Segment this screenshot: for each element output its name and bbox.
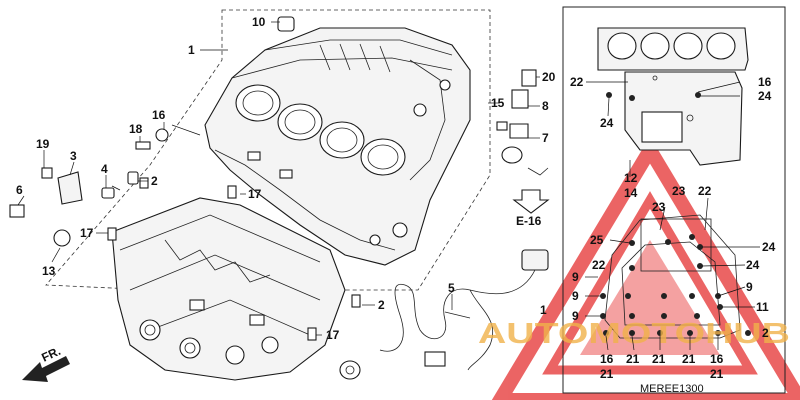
inset-callout-21-bottom-a: 21 — [626, 352, 640, 366]
inset-leader-lines — [585, 81, 760, 351]
callout-8: 8 — [542, 99, 549, 113]
inset-lower-case — [600, 214, 751, 339]
reference-label: E-16 — [516, 214, 542, 228]
callout-17b: 17 — [80, 226, 94, 240]
sensor-harness — [339, 249, 549, 380]
inset-callout-12: 12 — [624, 171, 638, 185]
callout-labels: 1 10 16 18 19 3 4 2 6 17 17 13 2 17 5 20… — [16, 15, 556, 342]
inset-callout-1: 1 — [540, 303, 547, 317]
lower-crankcase — [111, 197, 346, 381]
inset-upper-case — [597, 27, 749, 166]
callout-2a: 2 — [151, 174, 158, 188]
inset-callout-16-bottom-a: 16 — [600, 352, 614, 366]
diagram-code: MEREE1300 — [640, 383, 704, 395]
inset-callout-9d: 9 — [572, 309, 579, 323]
callout-17a: 17 — [248, 187, 262, 201]
inset-callout-22c: 22 — [592, 258, 606, 272]
inset-callout-labels: 22 16 24 24 12 14 23 22 23 25 24 22 24 9… — [540, 75, 776, 381]
callout-19: 19 — [36, 137, 50, 151]
callout-15: 15 — [491, 96, 505, 110]
callout-7: 7 — [542, 131, 549, 145]
callout-3: 3 — [70, 149, 77, 163]
leader-lines — [17, 21, 540, 336]
inset-callout-16-bottom-b: 16 — [710, 352, 724, 366]
inset-callout-24c: 24 — [762, 240, 776, 254]
inset-callout-16: 16 — [758, 75, 772, 89]
reference-arrow — [512, 189, 550, 214]
inset-callout-23b: 23 — [652, 200, 666, 214]
inset-callout-21-bottom-e: 21 — [710, 367, 724, 381]
callout-17c: 17 — [326, 328, 340, 342]
inset-callout-2: 2 — [762, 326, 769, 340]
inset-callout-24d: 24 — [746, 258, 760, 272]
inset-callout-21-bottom-b: 21 — [652, 352, 666, 366]
inset-callout-21-bottom-c: 21 — [682, 352, 696, 366]
inset-callout-24b: 24 — [758, 89, 772, 103]
inset-callout-23a: 23 — [672, 184, 686, 198]
inset-callout-25: 25 — [590, 233, 604, 247]
callout-18: 18 — [129, 122, 143, 136]
inset-callout-22a: 22 — [570, 75, 584, 89]
callout-13: 13 — [42, 264, 56, 278]
callout-16: 16 — [152, 108, 166, 122]
watermark-logo — [491, 136, 800, 400]
inset-callout-9b: 9 — [746, 280, 753, 294]
inset-callout-24a: 24 — [600, 116, 614, 130]
inset-frame — [562, 6, 786, 394]
callout-2b: 2 — [378, 298, 385, 312]
callout-4: 4 — [101, 162, 108, 176]
callout-20: 20 — [542, 70, 556, 84]
upper-crankcase — [204, 27, 471, 266]
inset-callout-14: 14 — [624, 186, 638, 200]
front-arrow — [22, 356, 70, 382]
inset-callout-9c: 9 — [572, 289, 579, 303]
callout-1: 1 — [188, 43, 195, 57]
callout-10: 10 — [252, 15, 266, 29]
watermark-text: AUTOMOTOHUB — [478, 318, 790, 350]
inset-callout-9a: 9 — [572, 270, 579, 284]
upper-case-group-outline — [45, 9, 491, 291]
inset-callout-21-bottom-d: 21 — [600, 367, 614, 381]
inset-callout-11: 11 — [756, 300, 769, 314]
callout-5: 5 — [448, 281, 455, 295]
callout-6: 6 — [16, 183, 23, 197]
inset-callout-22b: 22 — [698, 184, 712, 198]
small-hardware — [9, 16, 549, 341]
